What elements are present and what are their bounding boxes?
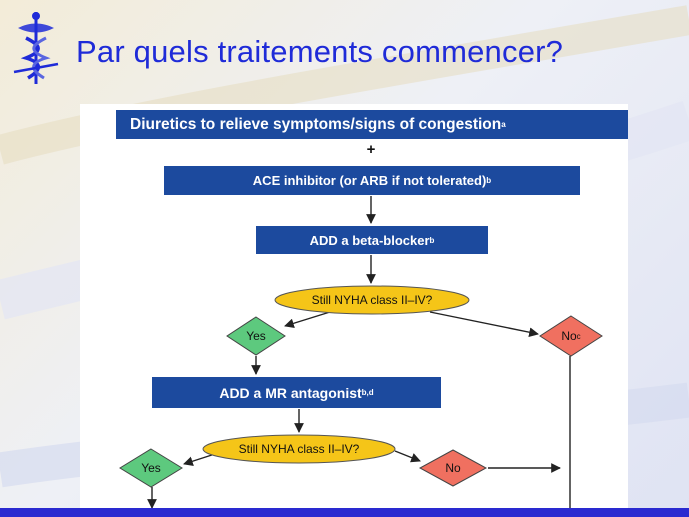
- plus-sign: +: [366, 141, 376, 158]
- no-diamond-1: [539, 315, 603, 357]
- step-beta-blocker-label: ADD a beta-blocker: [309, 232, 430, 248]
- yes-diamond-2: [119, 448, 183, 488]
- question-ellipse-1: [274, 285, 470, 315]
- step-ace-inhibitor-box: ACE inhibitor (or ARB if not tolerated)b: [164, 166, 580, 195]
- caduceus-logo-icon: [13, 12, 59, 84]
- step-diuretics-label: Diuretics to relieve symptoms/signs of c…: [130, 115, 502, 133]
- step-ace-inhibitor-sup: b: [486, 176, 492, 185]
- slide-title: Par quels traitements commencer?: [76, 34, 564, 69]
- step-ace-inhibitor-label: ACE inhibitor (or ARB if not tolerated): [252, 173, 487, 188]
- step-diuretics-sup: a: [501, 120, 506, 129]
- yes-diamond-1: [226, 316, 286, 356]
- step-diuretics-box: Diuretics to relieve symptoms/signs of c…: [116, 110, 628, 139]
- step-mr-antagonist-sup: b,d: [361, 388, 374, 397]
- bottom-bar: [0, 508, 689, 517]
- step-mr-antagonist-label: ADD a MR antagonist: [219, 384, 362, 401]
- step-beta-blocker-sup: b: [429, 235, 435, 245]
- question-ellipse-2: [202, 434, 396, 464]
- no-diamond-2: [418, 449, 488, 487]
